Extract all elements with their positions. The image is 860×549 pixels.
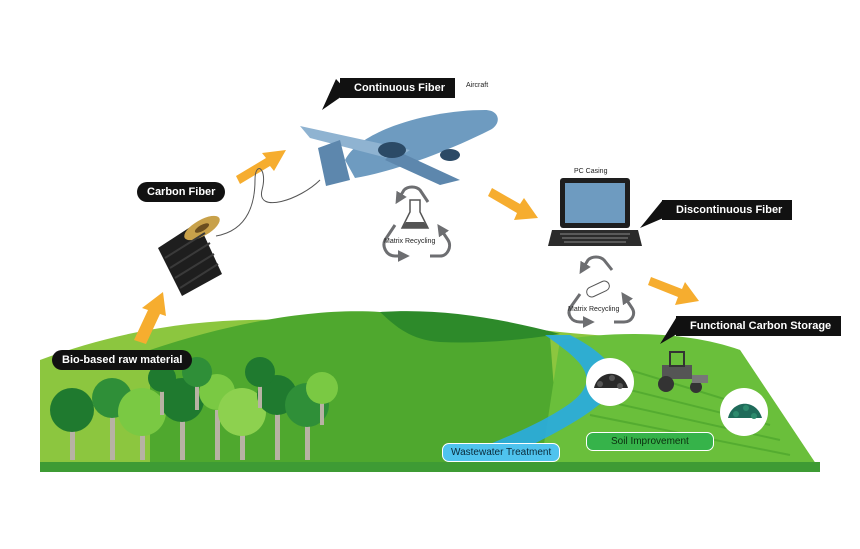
arrow-down-right-icon <box>488 188 538 220</box>
char-pile-icon <box>586 358 634 406</box>
laptop-keys <box>560 233 630 243</box>
tractor-icon <box>658 351 708 393</box>
airplane-engine <box>440 149 460 161</box>
airplane-fuselage <box>345 110 498 178</box>
recycle-icon <box>382 185 452 262</box>
label-carbon-fiber: Carbon Fiber <box>137 182 226 202</box>
tree-icon <box>160 378 204 460</box>
label-matrix-recycling-2: Matrix Recycling <box>568 306 620 313</box>
fiber-piece-icon <box>586 280 610 298</box>
tree-icon <box>148 364 176 415</box>
label-pc-casing: PC Casing <box>574 168 608 175</box>
spool-icon <box>158 168 321 296</box>
airplane-engine <box>378 142 406 158</box>
label-continuous-fiber: Continuous Fiber <box>340 78 456 98</box>
tree-icon <box>118 388 166 460</box>
tree-icon <box>245 357 275 408</box>
arrow-up-right-icon <box>236 150 286 184</box>
airplane-tail <box>318 140 350 186</box>
flask-icon <box>400 199 430 229</box>
tag-notch <box>640 201 668 228</box>
tree-icon <box>50 388 94 460</box>
label-bio-based-raw-material: Bio-based raw material <box>52 350 193 370</box>
airplane-wing <box>385 150 460 185</box>
hill-crest <box>380 311 560 343</box>
flow-arrows <box>134 150 699 344</box>
tree-icon <box>306 372 338 425</box>
fiber-strand <box>215 168 321 237</box>
airplane-icon <box>300 110 498 186</box>
label-discontinuous-fiber: Discontinuous Fiber <box>662 200 793 220</box>
label-soil-improvement: Soil Improvement <box>586 432 714 451</box>
laptop-screen <box>565 183 625 223</box>
recycle-icon <box>567 255 636 328</box>
tree-icon <box>218 388 266 460</box>
label-matrix-recycling-1: Matrix Recycling <box>384 238 436 245</box>
label-functional-carbon-storage: Functional Carbon Storage <box>676 316 842 336</box>
label-aircraft: Aircraft <box>466 82 489 89</box>
forest <box>50 357 338 460</box>
char-pile-icon <box>720 388 768 436</box>
ground-strip <box>40 462 820 472</box>
label-wastewater-treatment: Wastewater Treatment <box>442 443 561 462</box>
arrow-up-icon <box>134 292 166 344</box>
arrow-down-right-icon <box>648 277 699 305</box>
laptop-icon <box>548 178 642 246</box>
